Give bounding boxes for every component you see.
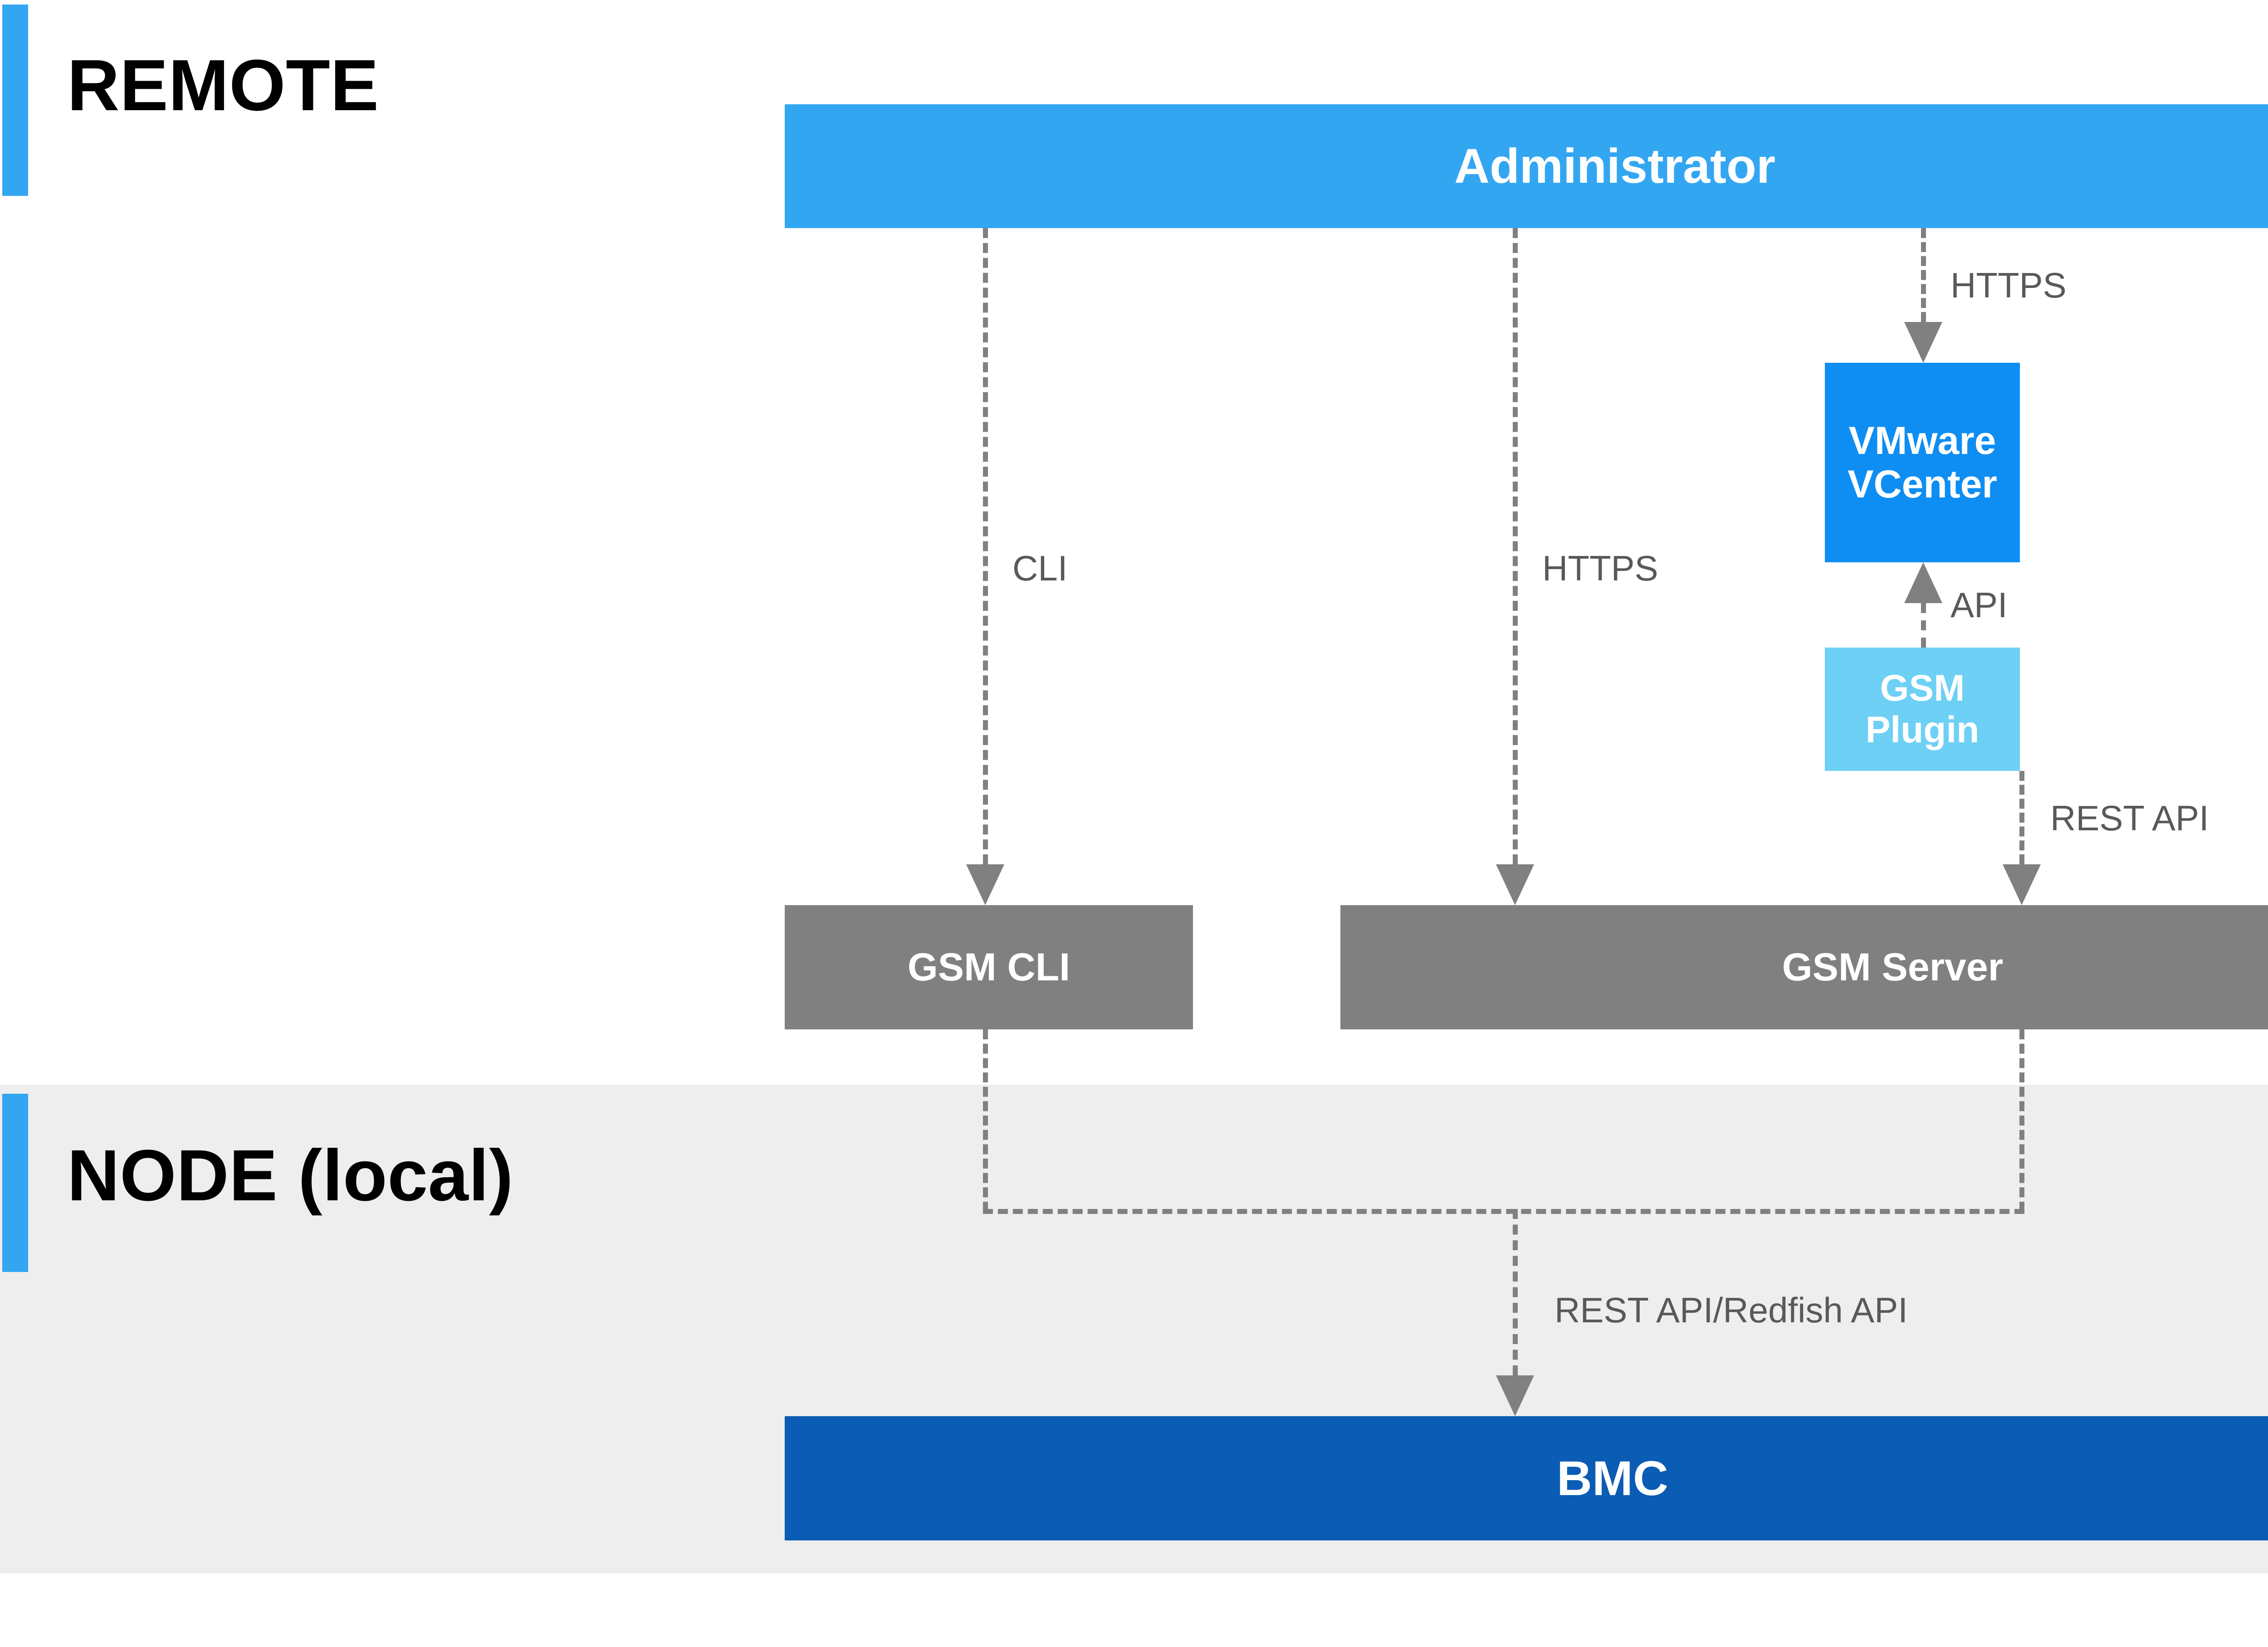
edge-label-rest-redfish-api: REST API/Redfish API	[1554, 1290, 1908, 1330]
node-vmware-vcenter-label-line1: VMware	[1848, 419, 1996, 463]
node-administrator-label: Administrator	[1454, 138, 1776, 194]
node-vmware-vcenter[interactable]: VMware VCenter	[1825, 363, 2020, 562]
node-gsm-plugin-label: GSM Plugin	[1865, 668, 1980, 750]
zone-label-remote: REMOTE	[67, 44, 379, 126]
node-gsm-cli[interactable]: GSM CLI	[785, 905, 1193, 1029]
node-bmc-label: BMC	[1557, 1450, 1668, 1506]
connector-plugin-to-gsm-server	[2019, 771, 2024, 864]
node-vmware-vcenter-label-line2: VCenter	[1848, 463, 1997, 506]
edge-label-api: API	[1950, 585, 2008, 625]
zone-label-node: NODE (local)	[67, 1135, 513, 1216]
node-bmc[interactable]: BMC	[785, 1416, 2268, 1540]
arrowhead-admin-to-gsm-server	[1496, 864, 1534, 905]
connector-admin-to-gsm-cli	[983, 228, 988, 864]
node-gsm-cli-label: GSM CLI	[907, 945, 1070, 989]
edge-label-https-gsm-server: HTTPS	[1542, 548, 1658, 588]
connector-bus-to-bmc	[1513, 1209, 1518, 1375]
connector-horizontal-bus	[983, 1209, 2024, 1214]
arrowhead-admin-to-gsm-cli	[966, 864, 1004, 905]
edge-label-https-vcenter: HTTPS	[1950, 265, 2067, 305]
arrowhead-plugin-to-gsm-server	[2003, 864, 2041, 905]
edge-label-cli: CLI	[1012, 548, 1068, 588]
arrowhead-admin-to-vcenter	[1904, 322, 1942, 363]
node-gsm-server-label: GSM Server	[1782, 945, 2004, 989]
node-administrator[interactable]: Administrator	[785, 104, 2268, 228]
node-gsm-server[interactable]: GSM Server	[1340, 905, 2268, 1029]
arrowhead-bus-to-bmc	[1496, 1375, 1534, 1416]
connector-plugin-to-vcenter	[1921, 603, 1926, 648]
zone-accent-bar-node	[2, 1094, 28, 1272]
edge-label-rest-api: REST API	[2050, 798, 2209, 838]
connector-gsm-cli-down	[983, 1029, 988, 1212]
node-gsm-plugin[interactable]: GSM Plugin	[1825, 648, 2020, 771]
connector-gsm-server-down-right	[2019, 1029, 2024, 1212]
connector-admin-to-vcenter	[1921, 228, 1926, 322]
zone-accent-bar-remote	[2, 5, 28, 196]
node-vmware-vcenter-label: VMware VCenter	[1848, 419, 1997, 507]
arrowhead-plugin-to-vcenter	[1904, 562, 1942, 603]
connector-admin-to-gsm-server	[1513, 228, 1518, 864]
